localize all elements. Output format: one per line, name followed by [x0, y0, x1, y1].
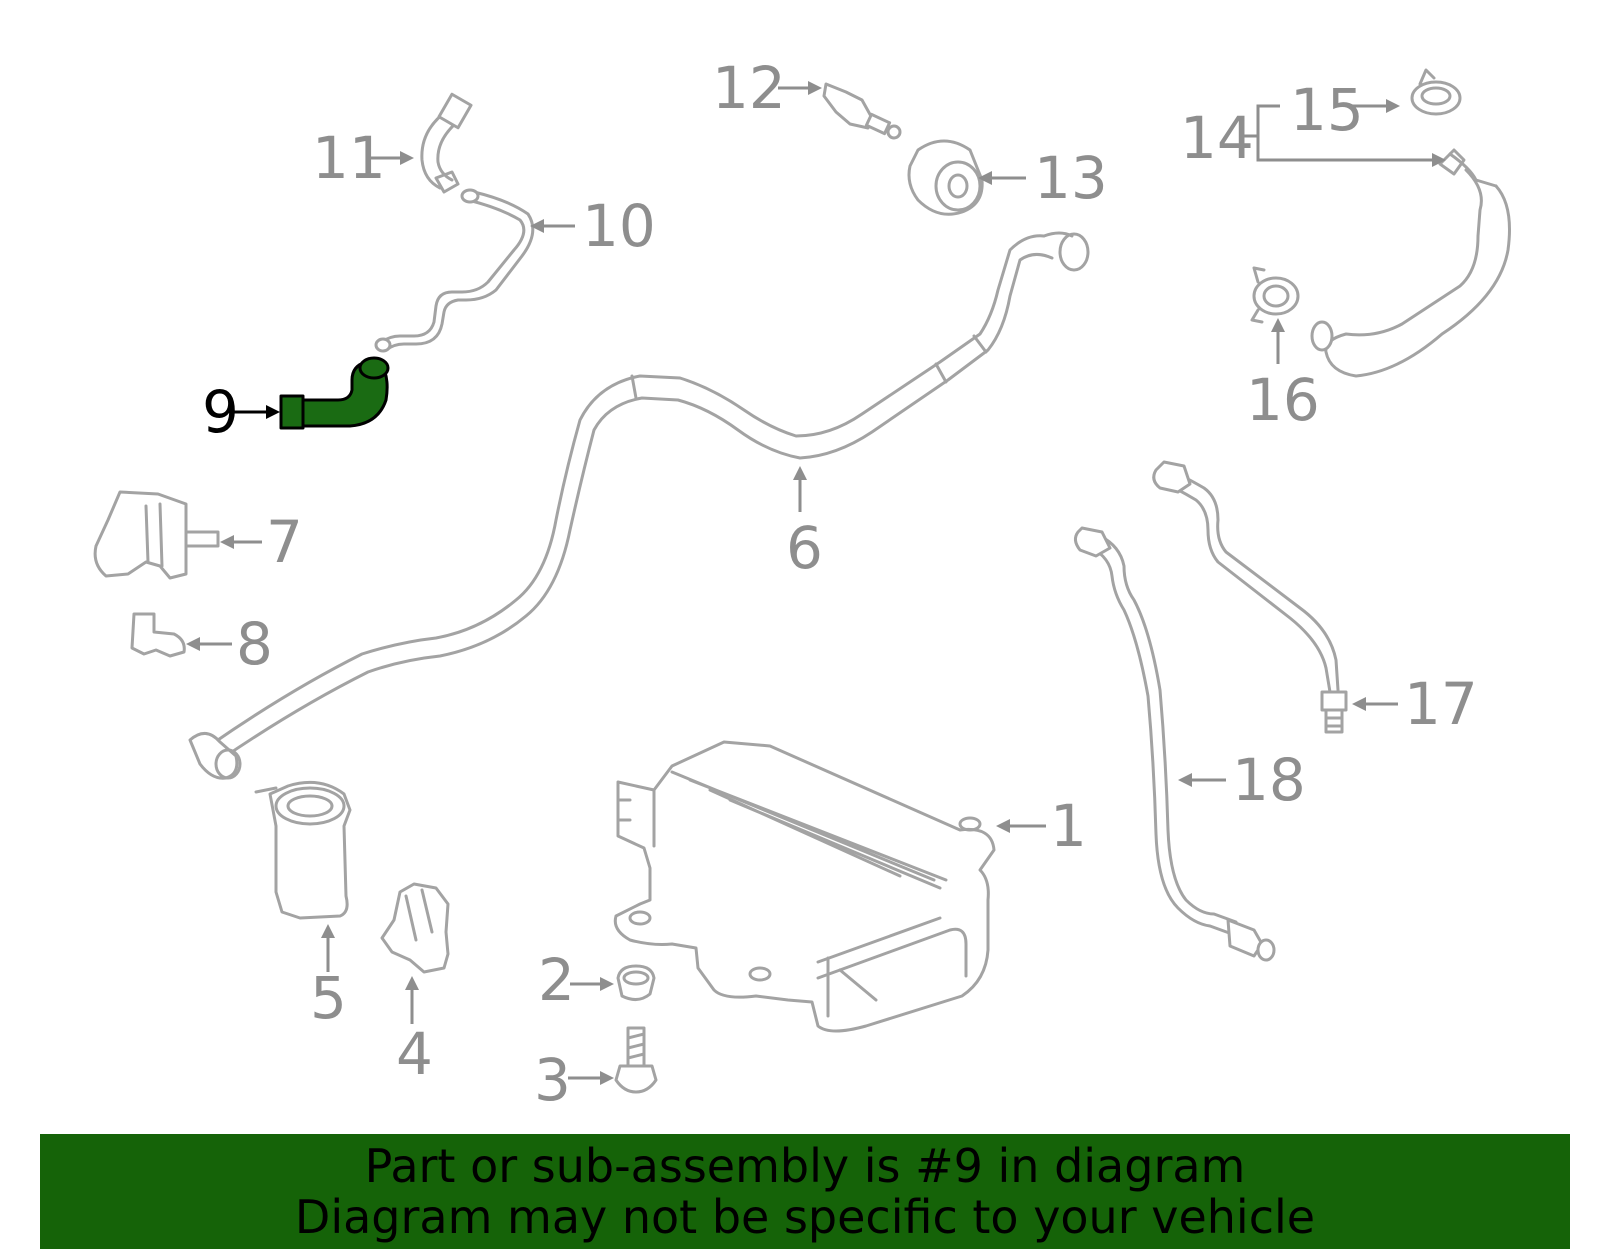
callout-15: 15: [1290, 76, 1400, 144]
part-9-elbow-hose-highlighted: [279, 356, 390, 430]
part-18-oxygen-sensor: [1073, 526, 1276, 962]
part-12-check-valve: [822, 82, 902, 140]
part-13-bushing: [907, 139, 984, 216]
svg-text:3: 3: [534, 1046, 571, 1114]
callout-13: 13: [978, 144, 1108, 212]
svg-text:17: 17: [1404, 670, 1478, 738]
callout-16: 16: [1246, 318, 1320, 434]
callout-10: 10: [530, 192, 656, 260]
svg-text:5: 5: [310, 964, 347, 1032]
callout-11: 11: [312, 124, 414, 192]
svg-text:2: 2: [538, 946, 575, 1014]
svg-text:13: 13: [1034, 144, 1108, 212]
info-banner: Part or sub-assembly is #9 in diagram Di…: [40, 1134, 1570, 1249]
svg-text:15: 15: [1290, 76, 1364, 144]
callout-5: 5: [310, 924, 347, 1032]
banner-disclaimer-line: Diagram may not be specific to your vehi…: [294, 1189, 1316, 1244]
callout-4: 4: [396, 976, 433, 1088]
callout-2: 2: [538, 946, 614, 1014]
part-5-filter: [254, 780, 352, 920]
svg-text:7: 7: [266, 508, 303, 576]
part-8-bracket: [130, 612, 186, 658]
part-14-intake-hose: [1310, 148, 1511, 378]
callout-9: 9: [202, 378, 280, 446]
banner-part-line: Part or sub-assembly is #9 in diagram: [364, 1138, 1246, 1193]
part-7-purge-valve: [93, 490, 220, 580]
svg-text:16: 16: [1246, 366, 1320, 434]
svg-text:12: 12: [712, 54, 786, 122]
callout-7: 7: [220, 508, 303, 576]
callout-12: 12: [712, 54, 822, 122]
callout-17: 17: [1352, 670, 1478, 738]
callout-18: 18: [1178, 746, 1306, 814]
part-6-vapor-line: [188, 231, 1090, 780]
part-4-mount-bracket: [380, 882, 450, 974]
part-15-hose-clamp: [1410, 68, 1462, 116]
callout-8: 8: [186, 610, 273, 678]
part-17-oxygen-sensor: [1152, 460, 1348, 734]
svg-text:10: 10: [582, 192, 656, 260]
svg-text:1: 1: [1050, 792, 1087, 860]
part-3-bolt: [614, 1026, 658, 1094]
part-11-hose-connector: [420, 92, 473, 194]
part-2-grommet: [616, 964, 656, 1001]
svg-text:4: 4: [396, 1020, 433, 1088]
svg-text:14: 14: [1180, 104, 1254, 172]
callout-1: 1: [996, 792, 1087, 860]
svg-text:18: 18: [1232, 746, 1306, 814]
callout-14: 14: [1180, 104, 1446, 172]
svg-text:8: 8: [236, 610, 273, 678]
part-10-vacuum-line: [374, 188, 535, 353]
svg-text:6: 6: [786, 514, 823, 582]
part-1-charcoal-canister: [613, 740, 996, 1033]
callout-3: 3: [534, 1046, 614, 1114]
callout-6: 6: [786, 466, 823, 582]
part-16-hose-clamp: [1250, 266, 1300, 324]
